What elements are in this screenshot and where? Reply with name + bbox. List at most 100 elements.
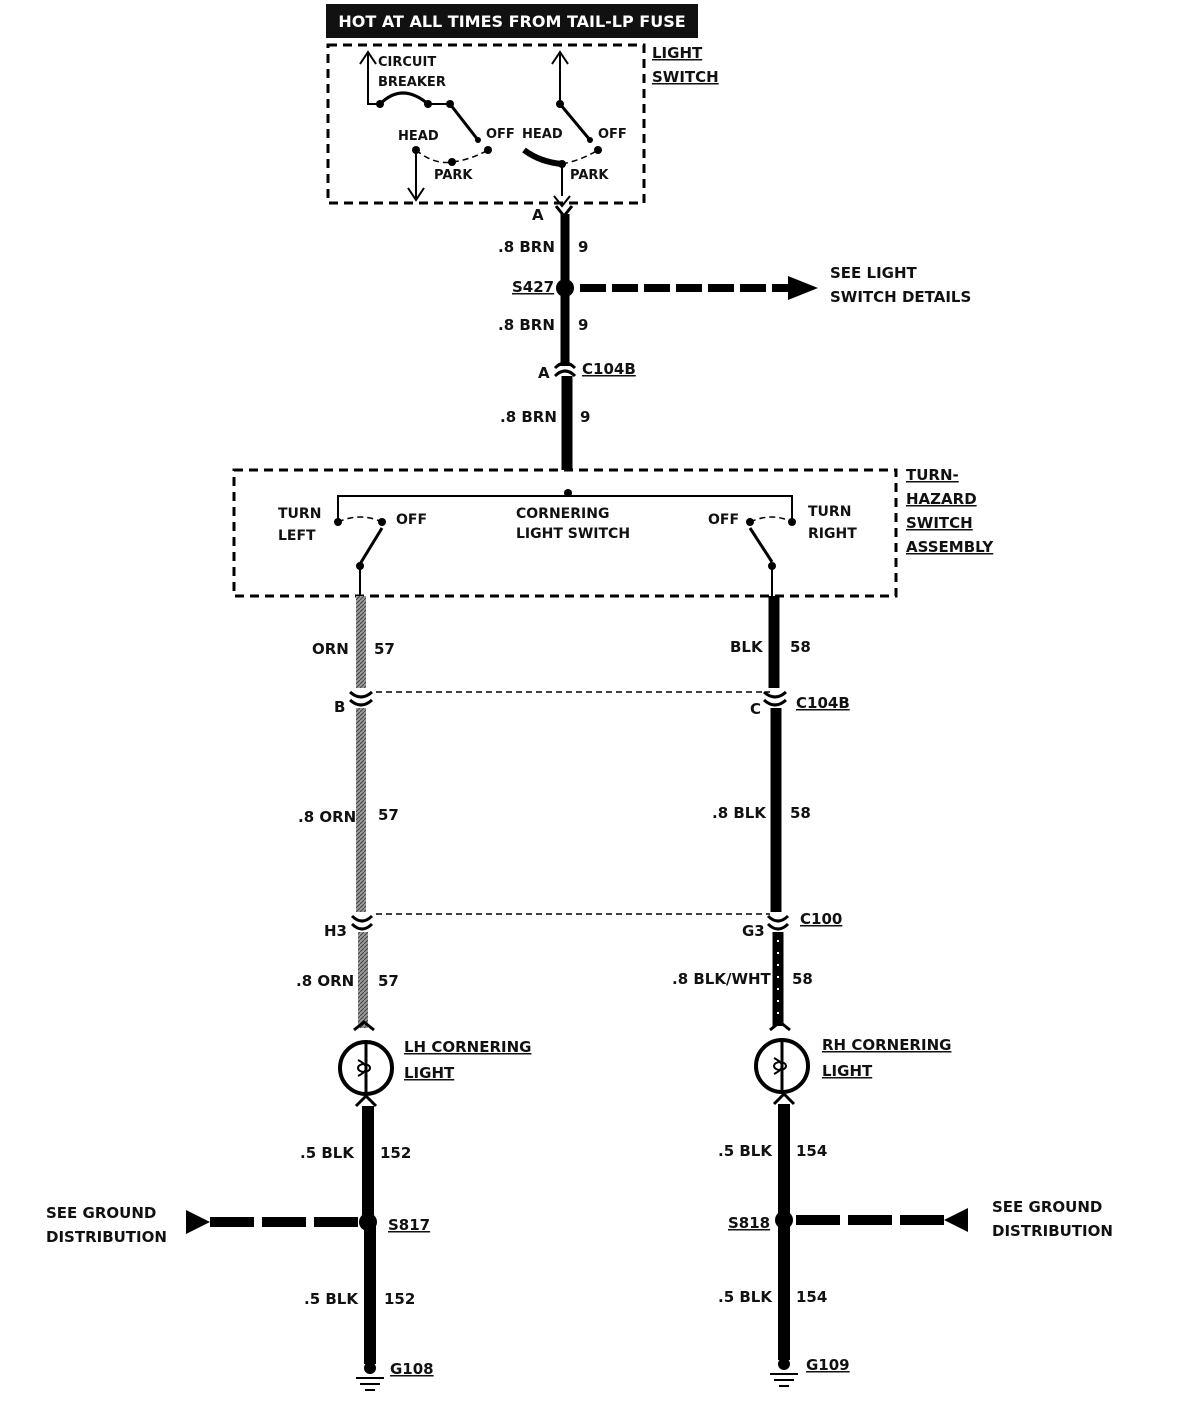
ground-g108-label: G108	[390, 1360, 434, 1378]
wire-blk-152-gauge-2: .5 BLK	[304, 1290, 359, 1308]
lh-cornering-label-2: LIGHT	[404, 1064, 455, 1082]
cornering-switch-bus	[337, 495, 793, 522]
lh-cornering-lamp	[338, 1040, 394, 1096]
off-left-label: OFF	[396, 512, 427, 528]
light-switch: LIGHT SWITCH CIRCUIT BREAKER HEAD OFF PA…	[326, 43, 719, 208]
ground-g109-symbol	[770, 1358, 798, 1387]
right-branch: BLK 58 C C104B .8 BLK 58 G3 C100 .8 BLK/…	[376, 596, 1113, 1387]
see-light-switch-arrow	[788, 276, 818, 300]
ground-g108-symbol	[356, 1362, 384, 1391]
head-switch-blade	[448, 103, 480, 141]
head-label-right: HEAD	[522, 127, 563, 142]
turn-left-label-2: LEFT	[278, 528, 316, 544]
off-label-left: OFF	[486, 127, 515, 142]
see-ground-left-arrow	[186, 1210, 210, 1234]
see-light-switch-label-1: SEE LIGHT	[830, 264, 918, 282]
see-light-switch-label-2: SWITCH DETAILS	[830, 288, 971, 306]
wire-brn-9-circuit-1: 9	[578, 238, 588, 256]
see-ground-left-label-2: DISTRIBUTION	[46, 1228, 167, 1246]
connector-c104b-c	[762, 690, 788, 699]
fuse-banner-bg	[326, 4, 698, 38]
wire-orn-57-circuit-2: 57	[378, 806, 399, 824]
wire-blk-wht-58-gauge-3: .8 BLK/WHT	[672, 970, 772, 988]
turn-hazard-label-2: HAZARD	[906, 490, 977, 508]
light-switch-label-1: LIGHT	[652, 44, 703, 62]
rh-cornering-lamp	[754, 1038, 810, 1094]
wire-brn-9-gauge-2: .8 BRN	[498, 316, 555, 334]
left-branch: ORN 57 B .8 ORN 57 H3 .8 ORN 57 LH CORNE…	[46, 596, 531, 1391]
wire-blk-58-gauge-2: .8 BLK	[712, 804, 767, 822]
turn-left-label-1: TURN	[278, 506, 321, 522]
off-right-label: OFF	[708, 512, 739, 528]
light-switch-label-2: SWITCH	[652, 68, 719, 86]
wire-brn-9-circuit-2: 9	[578, 316, 588, 334]
wire-brn-9-gauge-3: .8 BRN	[500, 408, 557, 426]
see-ground-right-label-1: SEE GROUND	[992, 1198, 1102, 1216]
park-label-right: PARK	[570, 168, 609, 183]
wire-blk-58-circuit-2: 58	[790, 804, 811, 822]
wire-orn-57-gauge-2: .8 ORN	[298, 808, 356, 826]
upper-trunk: A .8 BRN 9 S427 SEE LIGHT SWITCH DETAILS…	[498, 205, 971, 470]
fuse-banner-text: HOT AT ALL TIMES FROM TAIL-LP FUSE	[338, 12, 685, 31]
wire-blk-58-gauge-1: BLK	[730, 638, 764, 656]
cornering-label-2: LIGHT SWITCH	[516, 526, 630, 542]
wire-blk-154-circuit-2: 154	[796, 1288, 827, 1306]
cornering-label-1: CORNERING	[516, 506, 609, 522]
park-switch-blade	[558, 103, 592, 141]
wire-blk-wht-58-circuit-3: 58	[792, 970, 813, 988]
see-ground-right-label-2: DISTRIBUTION	[992, 1222, 1113, 1240]
splice-s817-label: S817	[388, 1216, 430, 1234]
light-switch-terminal-label: A	[532, 206, 544, 224]
wire-blk-58-circuit-1: 58	[790, 638, 811, 656]
connector-c104b-a	[553, 361, 577, 370]
wire-orn-57-circuit-3: 57	[378, 972, 399, 990]
turn-hazard-switch: TURN- HAZARD SWITCH ASSEMBLY CORNERING L…	[232, 466, 994, 598]
circuit-breaker-symbol	[378, 91, 429, 106]
connector-c104b-pin-b: B	[334, 698, 345, 716]
wire-orn-57-circuit-1: 57	[374, 640, 395, 658]
circuit-breaker-label-1: CIRCUIT	[378, 55, 436, 70]
connector-c104b-b	[348, 690, 374, 699]
wire-blk-154-gauge-1: .5 BLK	[718, 1142, 773, 1160]
wire-blk-152-circuit-2: 152	[384, 1290, 415, 1308]
wire-blk-152-circuit-1: 152	[380, 1144, 411, 1162]
connector-c100-pin-h3: H3	[324, 922, 347, 940]
connector-c104b-label-bottom: C104B	[796, 694, 850, 712]
turn-hazard-switch-box	[232, 468, 898, 598]
turn-right-label-1: TURN	[808, 504, 851, 520]
wire-orn-57-segment-1	[356, 596, 366, 688]
lh-cornering-label-1: LH CORNERING	[404, 1038, 531, 1056]
connector-c100-label: C100	[800, 910, 842, 928]
left-switch-blade	[358, 527, 384, 565]
splice-s427-label: S427	[512, 278, 554, 296]
connector-c100-g3	[766, 914, 790, 923]
fuse-banner: HOT AT ALL TIMES FROM TAIL-LP FUSE	[326, 4, 698, 38]
wire-orn-57-gauge-3: .8 ORN	[296, 972, 354, 990]
park-label-left: PARK	[434, 168, 473, 183]
breaker-feed-arrow	[359, 50, 377, 65]
see-ground-left-label-1: SEE GROUND	[46, 1204, 156, 1222]
right-switch-blade	[748, 527, 774, 563]
connector-c104b-label-top: C104B	[582, 360, 636, 378]
turn-hazard-label-3: SWITCH	[906, 514, 973, 532]
head-label-left: HEAD	[398, 129, 439, 144]
off-label-right: OFF	[598, 127, 627, 142]
rh-cornering-label-1: RH CORNERING	[822, 1036, 951, 1054]
turn-right-label-2: RIGHT	[808, 526, 857, 542]
rh-cornering-label-2: LIGHT	[822, 1062, 873, 1080]
turn-hazard-label-4: ASSEMBLY	[906, 538, 994, 556]
turn-hazard-label-1: TURN-	[906, 466, 959, 484]
connector-c100-h3	[350, 914, 374, 923]
wire-orn-57-segment-3	[358, 932, 368, 1028]
wire-brn-9-gauge-1: .8 BRN	[498, 238, 555, 256]
circuit-breaker-label-2: BREAKER	[378, 75, 446, 90]
wire-blk-154-gauge-2: .5 BLK	[718, 1288, 773, 1306]
wire-blk-152-gauge-1: .5 BLK	[300, 1144, 355, 1162]
connector-c100-pin-g3: G3	[742, 922, 765, 940]
splice-s818-label: S818	[728, 1214, 770, 1232]
wire-orn-57-gauge-1: ORN	[312, 640, 349, 658]
wire-orn-57-segment-2	[356, 708, 366, 912]
connector-c104b-pin-c: C	[750, 700, 761, 718]
connector-c104b-pin-a: A	[538, 364, 550, 382]
